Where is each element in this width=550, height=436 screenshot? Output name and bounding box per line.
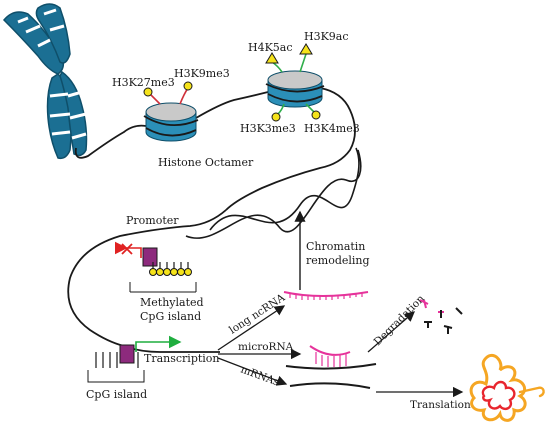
label-microrna: microRNA — [238, 341, 294, 353]
degraded-fragments — [419, 299, 463, 334]
promoter-methylated — [114, 241, 197, 293]
label-h3k4me3: H3K4me3 — [304, 122, 360, 135]
dna-strand — [67, 87, 356, 347]
nucleosome-left — [143, 81, 199, 142]
microrna-duplex — [285, 345, 377, 370]
arrow-degradation — [367, 311, 415, 353]
label-chromatin-remodeling-1: Chromatin — [306, 240, 365, 253]
double-helix — [185, 147, 362, 239]
promoter-active — [87, 335, 182, 383]
protein — [469, 353, 545, 422]
label-transcription: Transcription — [144, 352, 220, 365]
label-h3k9ac: H3K9ac — [304, 30, 349, 43]
label-h4k5ac: H4K5ac — [248, 41, 293, 54]
label-methylated: Methylated — [140, 296, 204, 309]
label-histone-octamer: Histone Octamer — [158, 156, 254, 169]
arrow-to-ncrna — [217, 305, 286, 351]
label-h3k27me3: H3K27me3 — [112, 76, 175, 89]
label-degradation: Degradation — [372, 293, 428, 349]
label-chromatin-remodeling-2: remodeling — [306, 254, 370, 267]
label-h3k3me3: H3K3me3 — [240, 122, 296, 135]
label-mrnas: mRNAs — [239, 364, 281, 389]
label-long-ncrna: long ncRNA — [227, 291, 287, 336]
nucleosome-right — [265, 43, 325, 122]
long-ncrna — [283, 291, 369, 300]
label-translation: Translation — [410, 399, 471, 411]
label-cpg-island: CpG island — [86, 388, 147, 401]
label-methylated-cpg: CpG island — [140, 310, 201, 323]
arrow-to-mrnas — [217, 357, 288, 386]
mrna — [289, 382, 371, 389]
label-promoter: Promoter — [126, 214, 179, 227]
chromosome — [2, 3, 88, 160]
label-h3k9me3: H3K9me3 — [174, 67, 230, 80]
